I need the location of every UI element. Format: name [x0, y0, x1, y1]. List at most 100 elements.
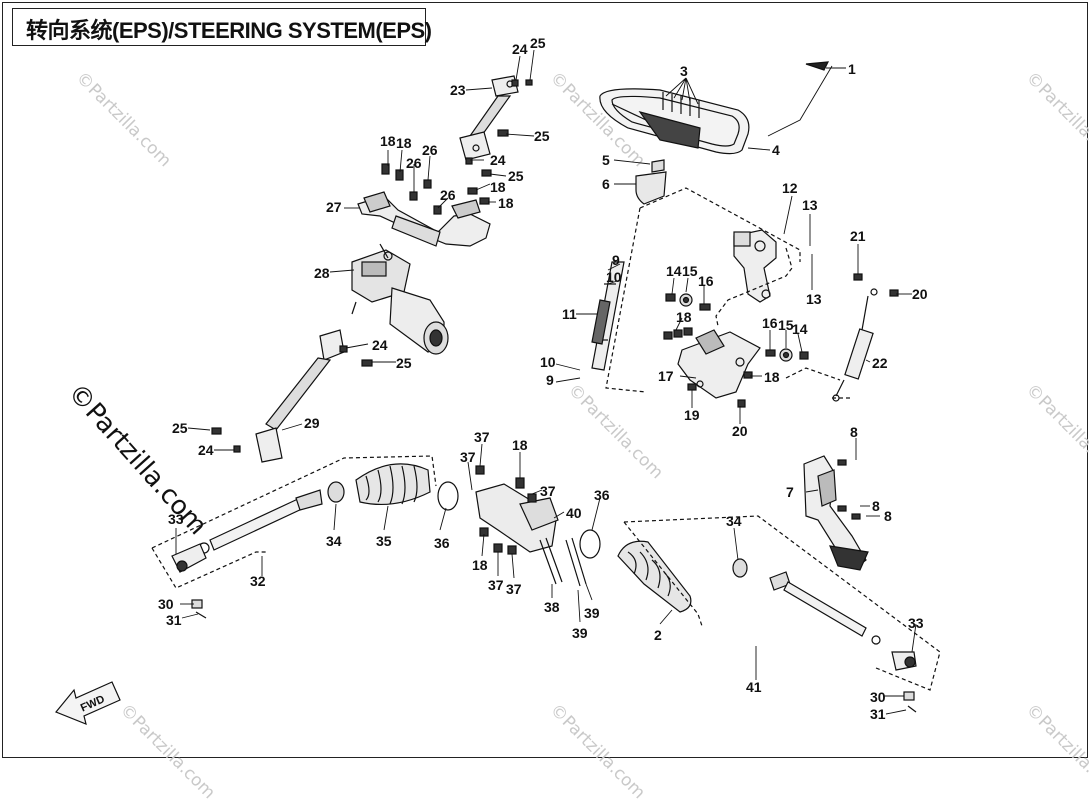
- callout-8: 8: [884, 508, 892, 524]
- callout-16: 16: [698, 273, 714, 289]
- callout-25: 25: [534, 128, 550, 144]
- callout-30: 30: [870, 689, 886, 705]
- callout-1: 1: [848, 61, 856, 77]
- callout-15: 15: [682, 263, 698, 279]
- callout-8: 8: [850, 424, 858, 440]
- boot-clamp: [579, 529, 601, 559]
- callout-20: 20: [732, 423, 748, 439]
- horn-cap: [805, 61, 830, 71]
- exploded-parts-diagram: 1 3 4 5 6 25 24 23 25 24 25 18 18 26 26 …: [55, 35, 941, 725]
- callout-20: 20: [912, 286, 928, 302]
- page-title: 转向系统(EPS)/STEERING SYSTEM(EPS): [26, 18, 432, 43]
- callout-25: 25: [530, 35, 546, 51]
- left-boot: [327, 463, 431, 506]
- callout-31: 31: [870, 706, 886, 722]
- rack-housing: [475, 465, 559, 555]
- callout-26: 26: [406, 155, 422, 171]
- right-boot: [617, 540, 692, 613]
- right-tie-rod: [732, 558, 917, 713]
- steering-shaft: [591, 261, 625, 371]
- callout-18: 18: [396, 135, 412, 151]
- upper-intermediate-shaft: [459, 75, 533, 177]
- callout-17: 17: [658, 368, 674, 384]
- fwd-arrow-icon: [55, 681, 121, 725]
- callout-37: 37: [474, 429, 490, 445]
- callout-38: 38: [544, 599, 560, 615]
- callout-6: 6: [602, 176, 610, 192]
- steering-wheel: [599, 88, 750, 155]
- right-tie-rod-outline: [623, 515, 941, 691]
- leader-lines: [175, 49, 917, 715]
- callout-11: 11: [562, 306, 577, 322]
- left-tie-rod-outline: [151, 455, 437, 549]
- callout-39: 39: [572, 625, 588, 641]
- callout-27: 27: [326, 199, 342, 215]
- callout-13: 13: [802, 197, 818, 213]
- column-mounting-bracket: [357, 191, 491, 247]
- callout-31: 31: [166, 612, 182, 628]
- callout-21: 21: [850, 228, 866, 244]
- callout-34: 34: [726, 513, 742, 529]
- callout-8: 8: [872, 498, 880, 514]
- callout-25: 25: [508, 168, 524, 184]
- callout-37: 37: [506, 581, 522, 597]
- callout-16: 16: [762, 315, 778, 331]
- callout-18: 18: [498, 195, 514, 211]
- callout-24: 24: [372, 337, 388, 353]
- callout-2: 2: [654, 627, 662, 643]
- diagram-frame: [2, 2, 1088, 758]
- callout-18: 18: [676, 309, 692, 325]
- callout-13: 13: [806, 291, 822, 307]
- eps-motor-unit: [351, 243, 449, 355]
- callout-26: 26: [440, 187, 456, 203]
- callout-29: 29: [304, 415, 320, 431]
- callout-25: 25: [396, 355, 412, 371]
- callout-36: 36: [434, 535, 450, 551]
- callout-19: 19: [684, 407, 700, 423]
- callout-3: 3: [680, 63, 688, 79]
- callout-labels: 1 3 4 5 6 25 24 23 25 24 25 18 18 26 26 …: [158, 35, 928, 722]
- callout-24: 24: [512, 41, 528, 57]
- callout-37: 37: [488, 577, 504, 593]
- callout-40: 40: [566, 505, 582, 521]
- callout-33: 33: [168, 511, 184, 527]
- callout-30: 30: [158, 596, 174, 612]
- rack-mount-bolts: [539, 537, 587, 587]
- callout-37: 37: [540, 483, 556, 499]
- callout-12: 12: [782, 180, 798, 196]
- lower-intermediate-shaft: [211, 329, 373, 463]
- callout-18: 18: [380, 133, 396, 149]
- boot-clamp: [437, 481, 459, 511]
- callout-22: 22: [872, 355, 888, 371]
- callout-9: 9: [546, 372, 554, 388]
- callout-14: 14: [792, 321, 808, 337]
- callout-23: 23: [450, 82, 466, 98]
- callout-18: 18: [472, 557, 488, 573]
- callout-14: 14: [666, 263, 682, 279]
- callout-18: 18: [490, 179, 506, 195]
- callout-37: 37: [460, 449, 476, 465]
- shaft-group-outline: [639, 187, 801, 262]
- pedal-bracket: [803, 455, 869, 571]
- callout-28: 28: [314, 265, 330, 281]
- callout-5: 5: [602, 152, 610, 168]
- callout-35: 35: [376, 533, 392, 549]
- callout-18: 18: [764, 369, 780, 385]
- left-tie-rod: [171, 489, 323, 619]
- bracket-bolts: [381, 163, 490, 215]
- title-box: [12, 8, 426, 46]
- callout-26: 26: [422, 142, 438, 158]
- callout-25: 25: [172, 420, 188, 436]
- bracket-group-outline: [715, 247, 793, 327]
- callout-32: 32: [250, 573, 266, 589]
- callout-41: 41: [746, 679, 762, 695]
- tilt-bracket: [677, 229, 777, 399]
- callout-15: 15: [778, 317, 794, 333]
- nut: [651, 159, 665, 173]
- callout-39: 39: [584, 605, 600, 621]
- gas-strut: [832, 273, 899, 402]
- bracket-hardware: [663, 293, 809, 408]
- callout-10: 10: [540, 354, 556, 370]
- callout-18: 18: [512, 437, 528, 453]
- callout-10: 10: [606, 269, 622, 285]
